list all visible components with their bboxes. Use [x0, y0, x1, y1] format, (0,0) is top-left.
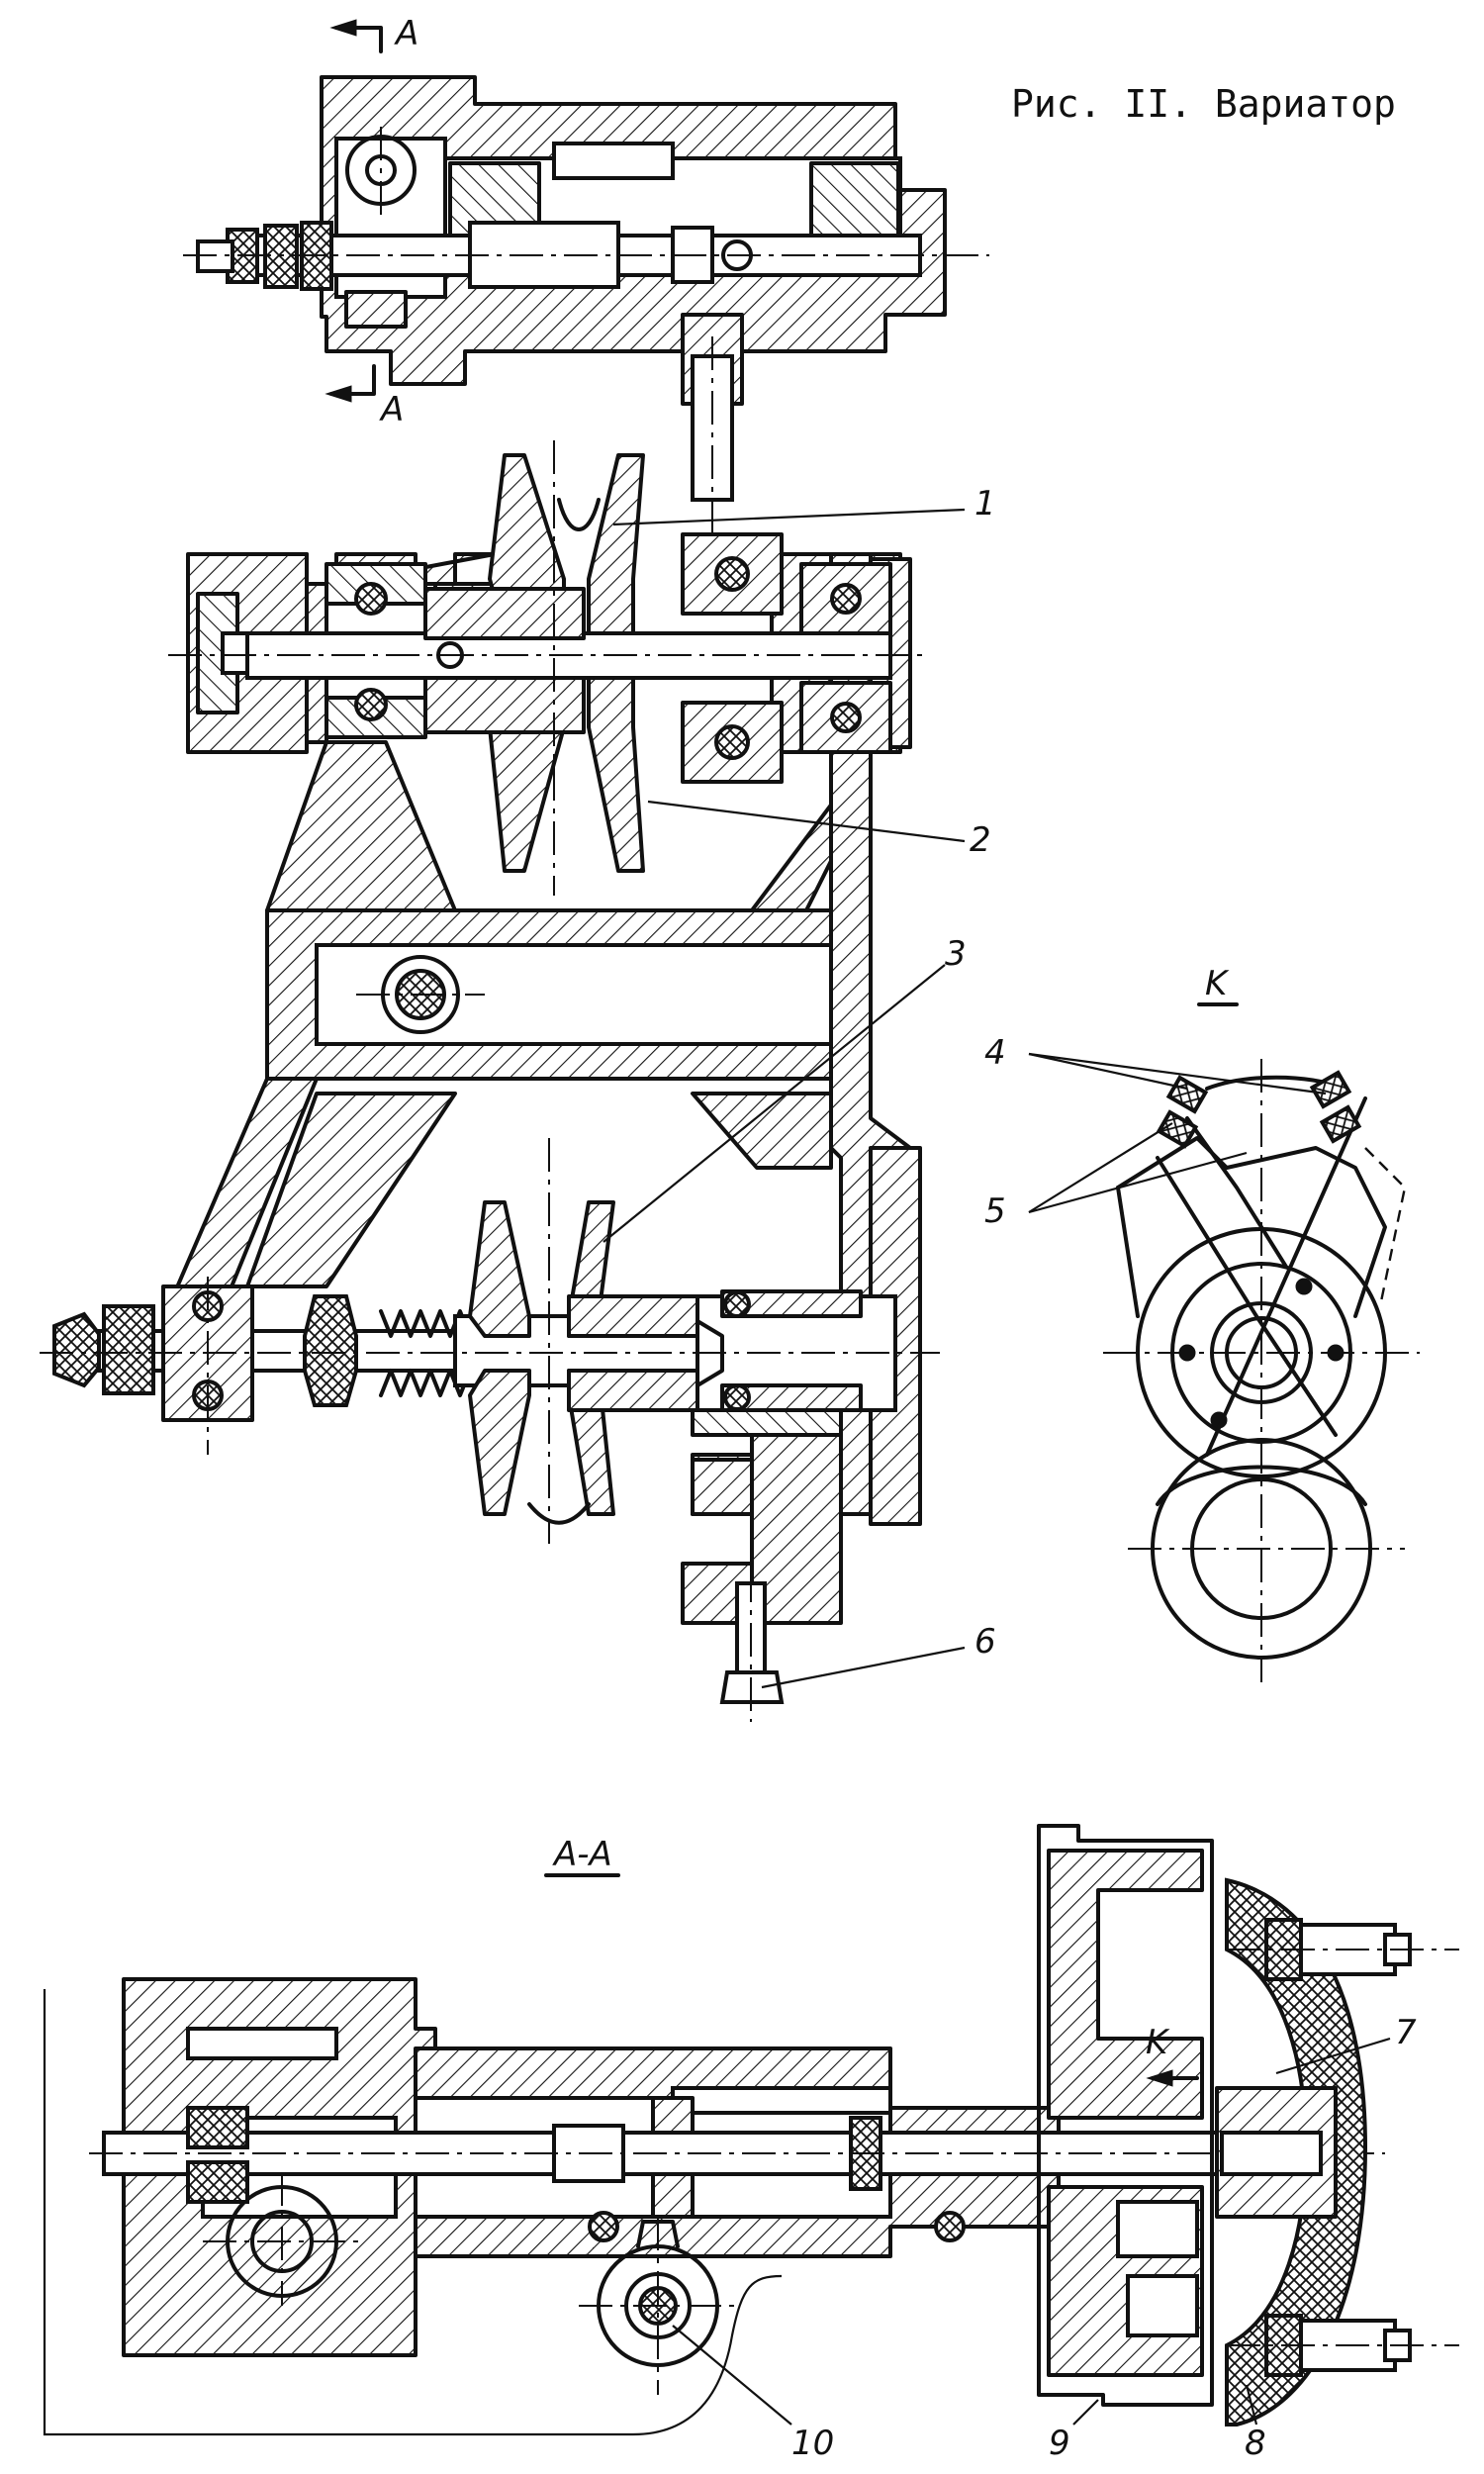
svg-text:7: 7: [1395, 2013, 1417, 2052]
variator-frame: [171, 552, 922, 1625]
section-mark-top: A: [329, 14, 418, 53]
callout-2: 2: [647, 800, 991, 860]
section-mark-bottom: A: [325, 364, 404, 429]
upper-pulley-assembly: [168, 440, 925, 896]
svg-text:K: K: [1205, 964, 1230, 1003]
callout-3: 3: [603, 934, 967, 1243]
callout-9: 9: [1049, 2399, 1099, 2463]
upper-housing: [183, 75, 989, 534]
svg-text:1: 1: [974, 484, 996, 523]
callout-6: 6: [761, 1622, 996, 1689]
svg-text:2: 2: [970, 820, 991, 860]
figure-caption: Рис. II. Вариатор: [1011, 82, 1396, 126]
svg-text:4: 4: [984, 1033, 1006, 1073]
svg-text:3: 3: [945, 934, 967, 974]
callout-5: 5: [984, 1122, 1248, 1231]
svg-text:10: 10: [791, 2424, 834, 2463]
callout-1: 1: [612, 484, 996, 526]
callout-8: 8: [1245, 2384, 1266, 2463]
section-a-a-title: A-A: [544, 1835, 620, 1877]
svg-text:9: 9: [1049, 2424, 1070, 2463]
view-k: [1103, 1059, 1420, 1682]
lower-pulley-assembly: [40, 1138, 940, 1722]
callout-7: 7: [1275, 2013, 1417, 2075]
svg-text:A: A: [379, 390, 404, 429]
section-a-a-view: K: [43, 1824, 1459, 2436]
callout-4: 4: [984, 1033, 1327, 1095]
svg-text:8: 8: [1245, 2424, 1266, 2463]
svg-text:5: 5: [984, 1191, 1006, 1231]
svg-text:A: A: [394, 14, 418, 53]
svg-text:A-A: A-A: [552, 1835, 612, 1874]
svg-text:6: 6: [974, 1622, 996, 1662]
callout-10: 10: [672, 2325, 834, 2463]
svg-text:K: K: [1146, 2023, 1170, 2062]
view-k-title: K: [1197, 964, 1239, 1006]
